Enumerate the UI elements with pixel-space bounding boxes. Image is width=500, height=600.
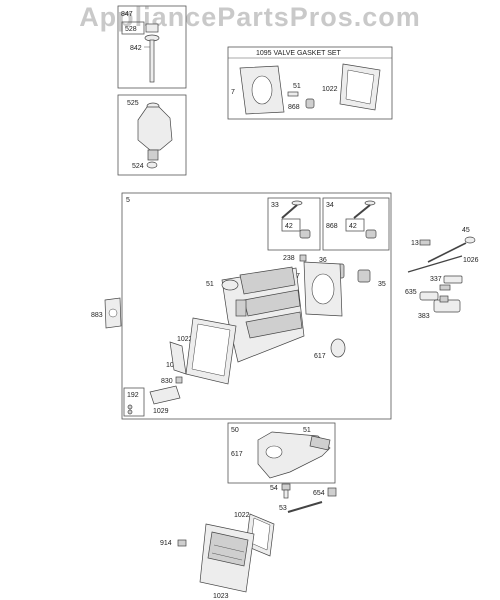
callout-847[interactable]: 847 <box>121 11 133 18</box>
callout-1022a[interactable]: 1022 <box>322 86 338 93</box>
kit-title: 1095 VALVE GASKET SET <box>256 50 342 57</box>
rocker-cover-gasket-part[interactable] <box>339 63 381 111</box>
callout-36[interactable]: 36 <box>319 257 327 264</box>
callout-7a[interactable]: 7 <box>231 89 235 96</box>
callout-654[interactable]: 654 <box>313 490 325 497</box>
callout-51b[interactable]: 51 <box>206 281 214 288</box>
callout-1023[interactable]: 1023 <box>213 593 229 600</box>
intake-manifold-box <box>227 422 336 484</box>
callout-1022c[interactable]: 1022 <box>234 512 250 519</box>
callout-192[interactable]: 192 <box>127 392 139 399</box>
cylinder-head-group-box <box>121 192 392 420</box>
callout-1022b[interactable]: 1022 <box>177 336 193 343</box>
spacer-635-part[interactable] <box>419 291 439 301</box>
fitting-383-part[interactable] <box>433 295 461 313</box>
rocker-cover-part[interactable] <box>199 523 255 593</box>
head-gasket-part-2[interactable] <box>303 261 343 317</box>
dipstick-tube-part[interactable] <box>137 102 173 169</box>
intake-manifold-part[interactable] <box>257 431 331 479</box>
callout-box-42a <box>281 218 301 232</box>
exhaust-valve-box <box>322 197 390 251</box>
valve-seal-part[interactable] <box>305 98 315 109</box>
callout-box-528 <box>121 21 145 35</box>
callout-5[interactable]: 5 <box>126 197 130 204</box>
watermark-text: AppliancePartsPros.com <box>79 2 421 32</box>
pushrod-1026-part[interactable] <box>407 255 463 273</box>
stud-53-part[interactable] <box>287 501 323 513</box>
callout-50[interactable]: 50 <box>231 427 239 434</box>
callout-868a[interactable]: 868 <box>288 104 300 111</box>
callout-842[interactable]: 842 <box>130 45 142 52</box>
callout-box-192 <box>123 387 145 417</box>
pin-part[interactable] <box>299 254 307 262</box>
screw-13-part[interactable] <box>419 239 431 246</box>
callout-33[interactable]: 33 <box>271 202 279 209</box>
callout-883[interactable]: 883 <box>91 312 103 319</box>
callout-54[interactable]: 54 <box>270 485 278 492</box>
callout-13[interactable]: 13 <box>411 240 419 247</box>
callout-830[interactable]: 830 <box>161 378 173 385</box>
cylinder-head-part[interactable] <box>221 266 305 363</box>
callout-238[interactable]: 238 <box>283 255 295 262</box>
callout-525[interactable]: 525 <box>127 100 139 107</box>
callout-42a[interactable]: 42 <box>285 223 293 230</box>
callout-914[interactable]: 914 <box>160 540 172 547</box>
intake-gasket-part[interactable] <box>104 297 122 329</box>
callout-35[interactable]: 35 <box>378 281 386 288</box>
intake-valve-part[interactable] <box>281 200 311 239</box>
rocker-cover-gasket-part-2[interactable] <box>185 317 237 385</box>
screw-part[interactable] <box>175 376 183 384</box>
exhaust-valve-part[interactable] <box>353 200 377 239</box>
nut-654-part[interactable] <box>327 487 337 497</box>
head-gasket-part[interactable] <box>239 65 285 115</box>
callout-337[interactable]: 337 <box>430 276 442 283</box>
spark-plug-part[interactable] <box>439 275 463 291</box>
callout-524[interactable]: 524 <box>132 163 144 170</box>
callout-53[interactable]: 53 <box>279 505 287 512</box>
dipstick-part[interactable] <box>144 23 160 83</box>
callout-51c[interactable]: 51 <box>303 427 311 434</box>
valve-gasket-set-box <box>227 46 393 120</box>
dipstick-group-box <box>117 5 187 89</box>
callout-1029[interactable]: 1029 <box>153 408 169 415</box>
rocker-cover-gasket-part-3[interactable] <box>245 513 275 557</box>
callout-1026[interactable]: 1026 <box>463 257 479 264</box>
o-ring-part[interactable] <box>330 338 346 358</box>
callout-383[interactable]: 383 <box>418 313 430 320</box>
callout-42b[interactable]: 42 <box>349 223 357 230</box>
pushrod-45-part[interactable] <box>427 236 476 263</box>
breather-part[interactable] <box>169 341 187 375</box>
callout-635[interactable]: 635 <box>405 289 417 296</box>
exhaust-gasket-part[interactable] <box>287 91 299 97</box>
callout-34[interactable]: 34 <box>326 202 334 209</box>
intake-valve-box <box>267 197 321 251</box>
callout-617b[interactable]: 617 <box>231 451 243 458</box>
screw-54-part[interactable] <box>281 483 291 499</box>
callout-45[interactable]: 45 <box>462 227 470 234</box>
callout-868b[interactable]: 868 <box>326 223 338 230</box>
callout-617a[interactable]: 617 <box>314 353 326 360</box>
screw-914-part[interactable] <box>177 539 187 547</box>
callout-7b[interactable]: 7 <box>296 273 300 280</box>
breather-cover-part[interactable] <box>149 385 181 405</box>
callout-51a[interactable]: 51 <box>293 83 301 90</box>
callout-box-42b <box>345 218 365 232</box>
dipstick-tube-group-box <box>117 94 187 176</box>
screws-192-part[interactable] <box>127 404 133 415</box>
callout-528[interactable]: 528 <box>125 26 137 33</box>
